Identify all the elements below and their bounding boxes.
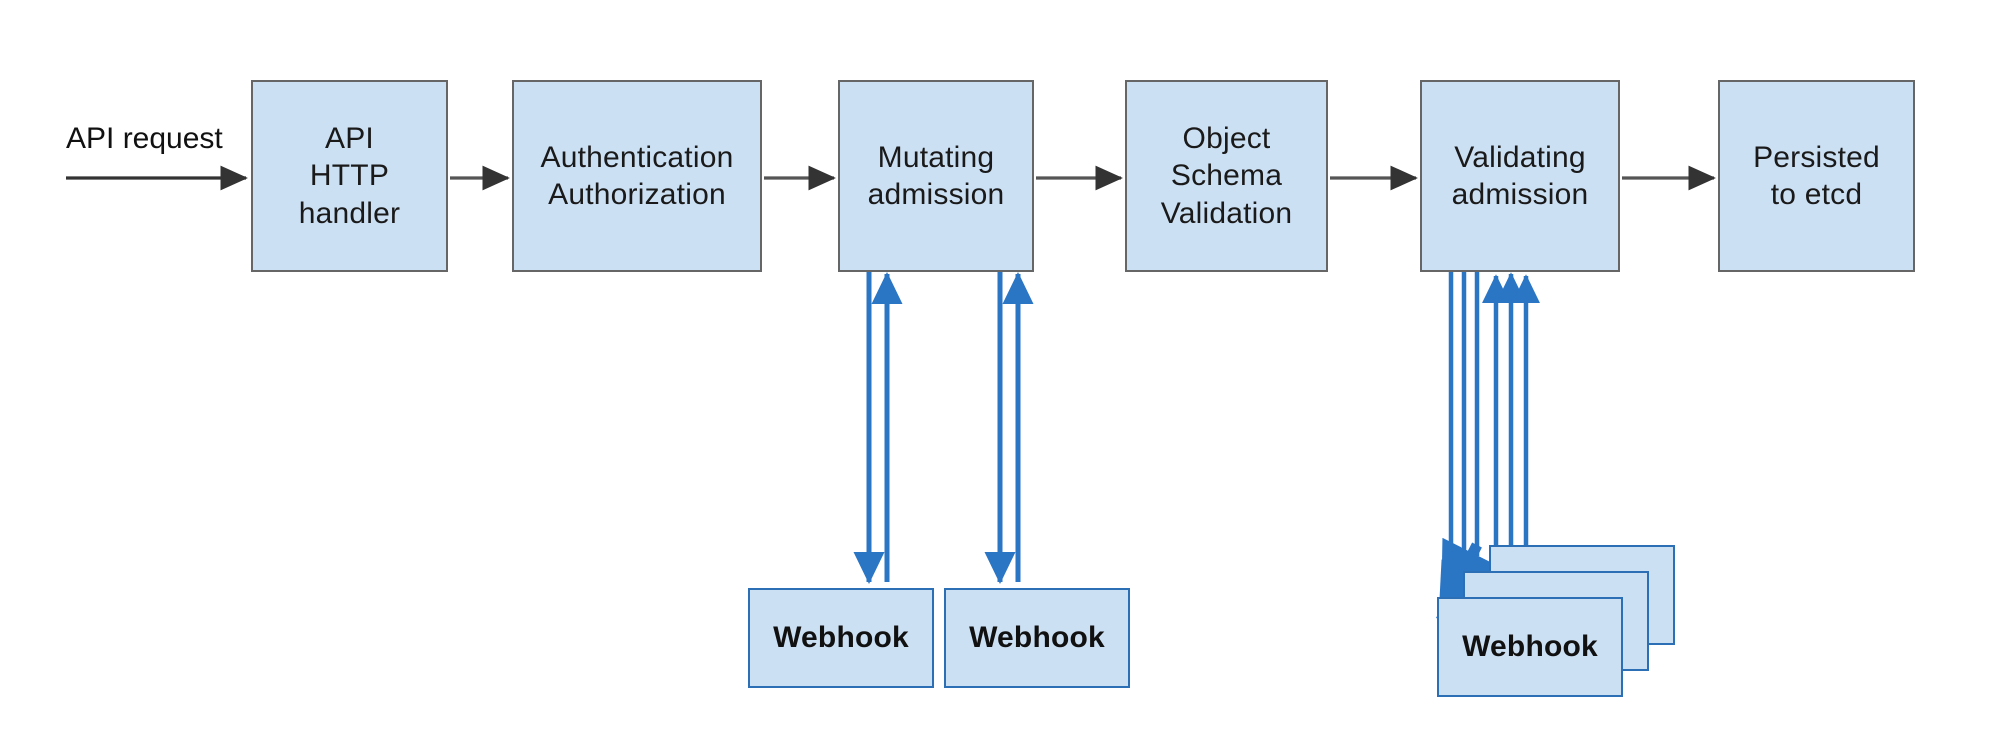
node-validating-admission-label: Validating admission	[1451, 140, 1589, 212]
node-mutating-webhook-2-label: Webhook	[969, 621, 1105, 654]
node-authn-authz[interactable]: Authentication Authorization	[512, 80, 762, 272]
node-authn-authz-label: Authentication Authorization	[540, 140, 734, 212]
node-mutating-admission[interactable]: Mutating admission	[838, 80, 1034, 272]
node-api-http-handler[interactable]: API HTTP handler	[251, 80, 448, 272]
node-persisted-to-etcd-label: Persisted to etcd	[1753, 140, 1880, 212]
node-mutating-admission-label: Mutating admission	[867, 140, 1005, 212]
node-mutating-webhook-1[interactable]: Webhook	[748, 588, 934, 688]
entry-label: API request	[66, 122, 223, 155]
edge-mutating-admission-to-mutating-webhook-1	[853, 272, 903, 584]
node-validating-admission[interactable]: Validating admission	[1420, 80, 1620, 272]
node-validating-webhook-1[interactable]: Webhook	[1437, 597, 1623, 697]
node-persisted-to-etcd[interactable]: Persisted to etcd	[1718, 80, 1915, 272]
edge-mutating-admission-to-mutating-webhook-2	[984, 272, 1034, 584]
node-validating-webhook-1-label: Webhook	[1462, 630, 1598, 663]
node-object-schema-validation-label: Object Schema Validation	[1160, 121, 1293, 230]
node-mutating-webhook-2[interactable]: Webhook	[944, 588, 1130, 688]
node-object-schema-validation[interactable]: Object Schema Validation	[1125, 80, 1328, 272]
node-mutating-webhook-1-label: Webhook	[773, 621, 909, 654]
node-api-http-handler-label: API HTTP handler	[298, 121, 401, 230]
